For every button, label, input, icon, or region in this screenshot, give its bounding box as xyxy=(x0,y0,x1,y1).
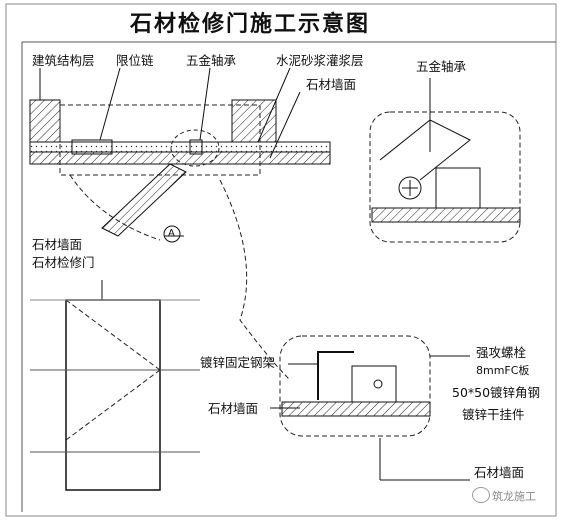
hinge-callout-circle xyxy=(170,129,220,167)
label-building-structure: 建筑结构层 xyxy=(32,53,95,68)
angle-steel-section xyxy=(351,365,397,403)
watermark-text: 筑龙施工 xyxy=(492,490,536,503)
label-limit-chain: 限位链 xyxy=(116,53,154,68)
bearing-bracket xyxy=(435,167,481,209)
screw-head xyxy=(373,379,383,389)
hinge-detail-frame xyxy=(369,111,521,243)
label-dry-hanger: 镀锌干挂件 xyxy=(462,407,525,422)
section-marker-top xyxy=(163,225,181,243)
callout-curve xyxy=(219,179,291,381)
stone-facing-top xyxy=(29,151,331,165)
leader-mortar xyxy=(257,67,291,143)
label-stone-wall-top: 石材墙面 xyxy=(306,77,357,92)
label-galvanized-steel-frame: 镀锌固定钢架 xyxy=(200,355,276,370)
mortar-layer xyxy=(29,141,331,153)
leader-chain xyxy=(99,67,121,141)
door-elevation xyxy=(65,299,161,491)
fixing-detail-stone xyxy=(281,401,431,417)
outer-frame xyxy=(5,3,557,517)
hinge-bracket xyxy=(189,139,203,155)
top-section-view xyxy=(29,67,331,381)
label-self-tapping-screw: 强攻螺栓 xyxy=(476,345,527,360)
label-hardware-bearing: 五金轴承 xyxy=(186,53,237,68)
bearing-circle xyxy=(398,176,422,200)
label-cement-mortar-grout: 水泥砂浆灌浆层 xyxy=(276,53,364,68)
steel-frame-section xyxy=(317,351,354,400)
structure-block-left xyxy=(29,99,61,143)
watermark-icon xyxy=(472,487,490,503)
diagram-title: 石材检修门施工示意图 xyxy=(130,11,371,37)
fixing-detail-frame xyxy=(279,335,431,437)
label-stone-wall-bottom: 石材墙面 xyxy=(474,465,525,480)
swing-arc xyxy=(69,174,161,241)
section-mark-label: A xyxy=(168,228,175,239)
door-edge-detail xyxy=(379,119,471,181)
label-stone-access-door: 石材检修门 xyxy=(32,255,95,270)
leader-bearing xyxy=(199,67,211,141)
swing-indicator-1 xyxy=(65,299,161,371)
fixing-detail xyxy=(270,335,470,481)
leader-stone xyxy=(269,91,301,159)
label-hardware-bearing-detail: 五金轴承 xyxy=(416,59,467,74)
open-door-panel xyxy=(101,163,187,237)
limit-chain-bracket xyxy=(71,139,113,155)
hinge-detail xyxy=(369,78,521,243)
label-stone-wall-detail: 石材墙面 xyxy=(208,401,259,416)
label-fc-board: 8mmFC板 xyxy=(476,364,530,377)
hinge-detail-stone xyxy=(371,207,521,223)
structure-block-right xyxy=(231,99,277,143)
swing-indicator-2 xyxy=(65,369,161,441)
elevation-view xyxy=(30,280,200,491)
label-angle-steel: 50*50镀锌角钢 xyxy=(452,385,541,400)
label-stone-wall-left: 石材墙面 xyxy=(32,237,83,252)
